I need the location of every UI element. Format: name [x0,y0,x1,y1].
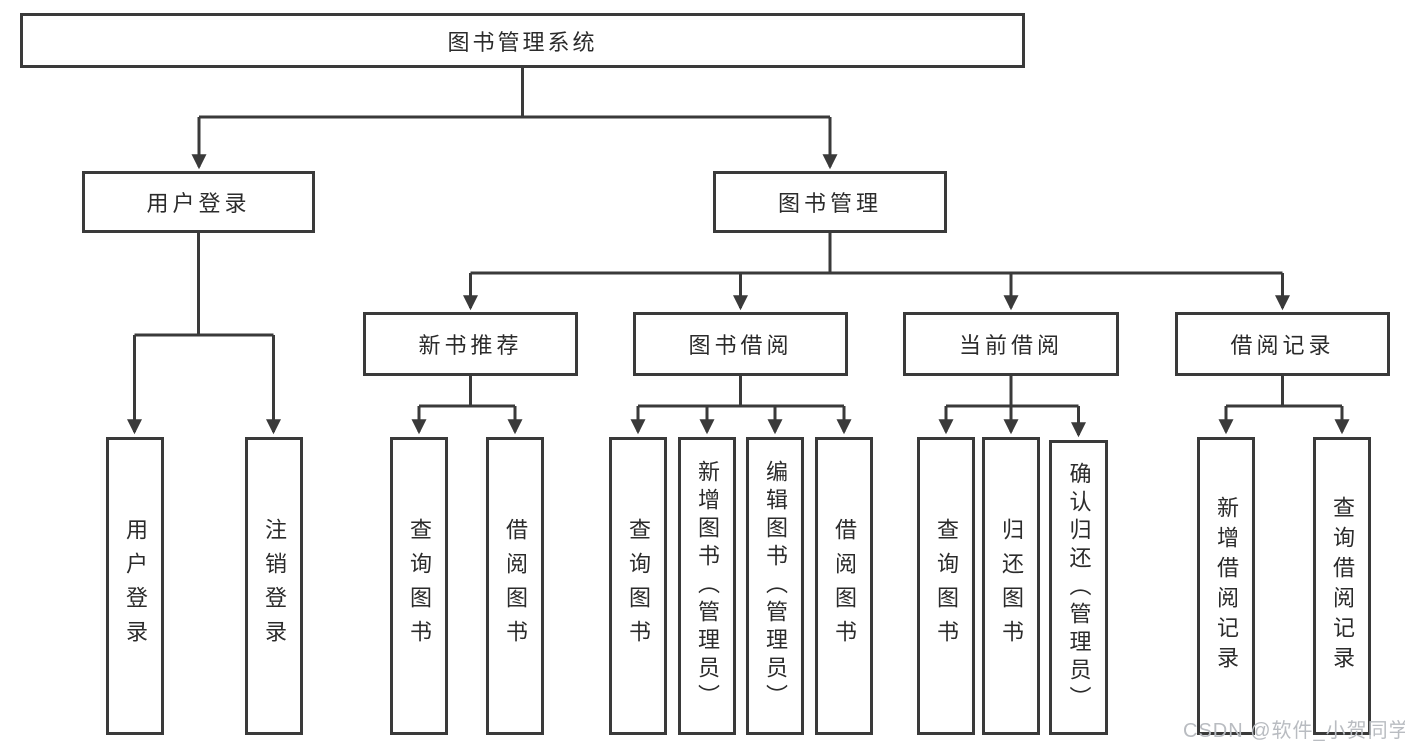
node-book-borrowing: 图书借阅 [633,312,848,376]
leaf-recommend-borrow-books: 借阅图书 [486,437,544,735]
leaf-borrowing-edit-books-admin-label: 编辑图书（管理员） [763,460,788,712]
leaf-user-login: 用户登录 [106,437,164,735]
leaf-records-add-record: 新增借阅记录 [1197,437,1255,735]
node-book-borrowing-label: 图书借阅 [688,333,793,358]
node-current-borrowing: 当前借阅 [903,312,1119,376]
leaf-current-query-books: 查询图书 [917,437,975,735]
leaf-user-login-label: 用户登录 [123,518,148,654]
leaf-current-query-books-label: 查询图书 [934,518,959,654]
leaf-current-return-books: 归还图书 [982,437,1040,735]
leaf-recommend-query-books: 查询图书 [390,437,448,735]
leaf-logout-label: 注销登录 [262,518,287,654]
leaf-records-add-record-label: 新增借阅记录 [1214,496,1239,676]
leaf-current-confirm-return-admin-label: 确认归还（管理员） [1066,461,1092,714]
leaf-borrowing-borrow-books-label: 借阅图书 [832,518,857,654]
node-new-book-recommend-label: 新书推荐 [418,333,523,358]
node-user-login: 用户登录 [82,171,315,233]
leaf-borrowing-add-books-admin: 新增图书（管理员） [678,437,736,735]
leaf-borrowing-add-books-admin-label: 新增图书（管理员） [695,460,720,712]
node-current-borrowing-label: 当前借阅 [958,333,1063,358]
node-new-book-recommend: 新书推荐 [363,312,578,376]
leaf-current-return-books-label: 归还图书 [999,518,1024,654]
node-borrowing-records-label: 借阅记录 [1230,333,1335,358]
node-root-label: 图书管理系统 [447,29,598,55]
leaf-borrowing-borrow-books: 借阅图书 [815,437,873,735]
leaf-recommend-query-books-label: 查询图书 [407,518,432,654]
leaf-borrowing-query-books: 查询图书 [609,437,667,735]
leaf-current-confirm-return-admin: 确认归还（管理员） [1049,440,1108,735]
csdn-watermark: CSDN @软件_小贺同学 [1183,720,1405,742]
node-book-management: 图书管理 [713,171,947,233]
node-book-management-label: 图书管理 [777,191,882,216]
leaf-recommend-borrow-books-label: 借阅图书 [503,518,528,654]
leaf-borrowing-edit-books-admin: 编辑图书（管理员） [746,437,804,735]
leaf-records-query-record-label: 查询借阅记录 [1330,496,1355,676]
node-borrowing-records: 借阅记录 [1175,312,1390,376]
leaf-records-query-record: 查询借阅记录 [1313,437,1371,735]
leaf-borrowing-query-books-label: 查询图书 [626,518,651,654]
node-user-login-label: 用户登录 [146,191,251,216]
node-root: 图书管理系统 [20,13,1025,68]
leaf-logout: 注销登录 [245,437,303,735]
